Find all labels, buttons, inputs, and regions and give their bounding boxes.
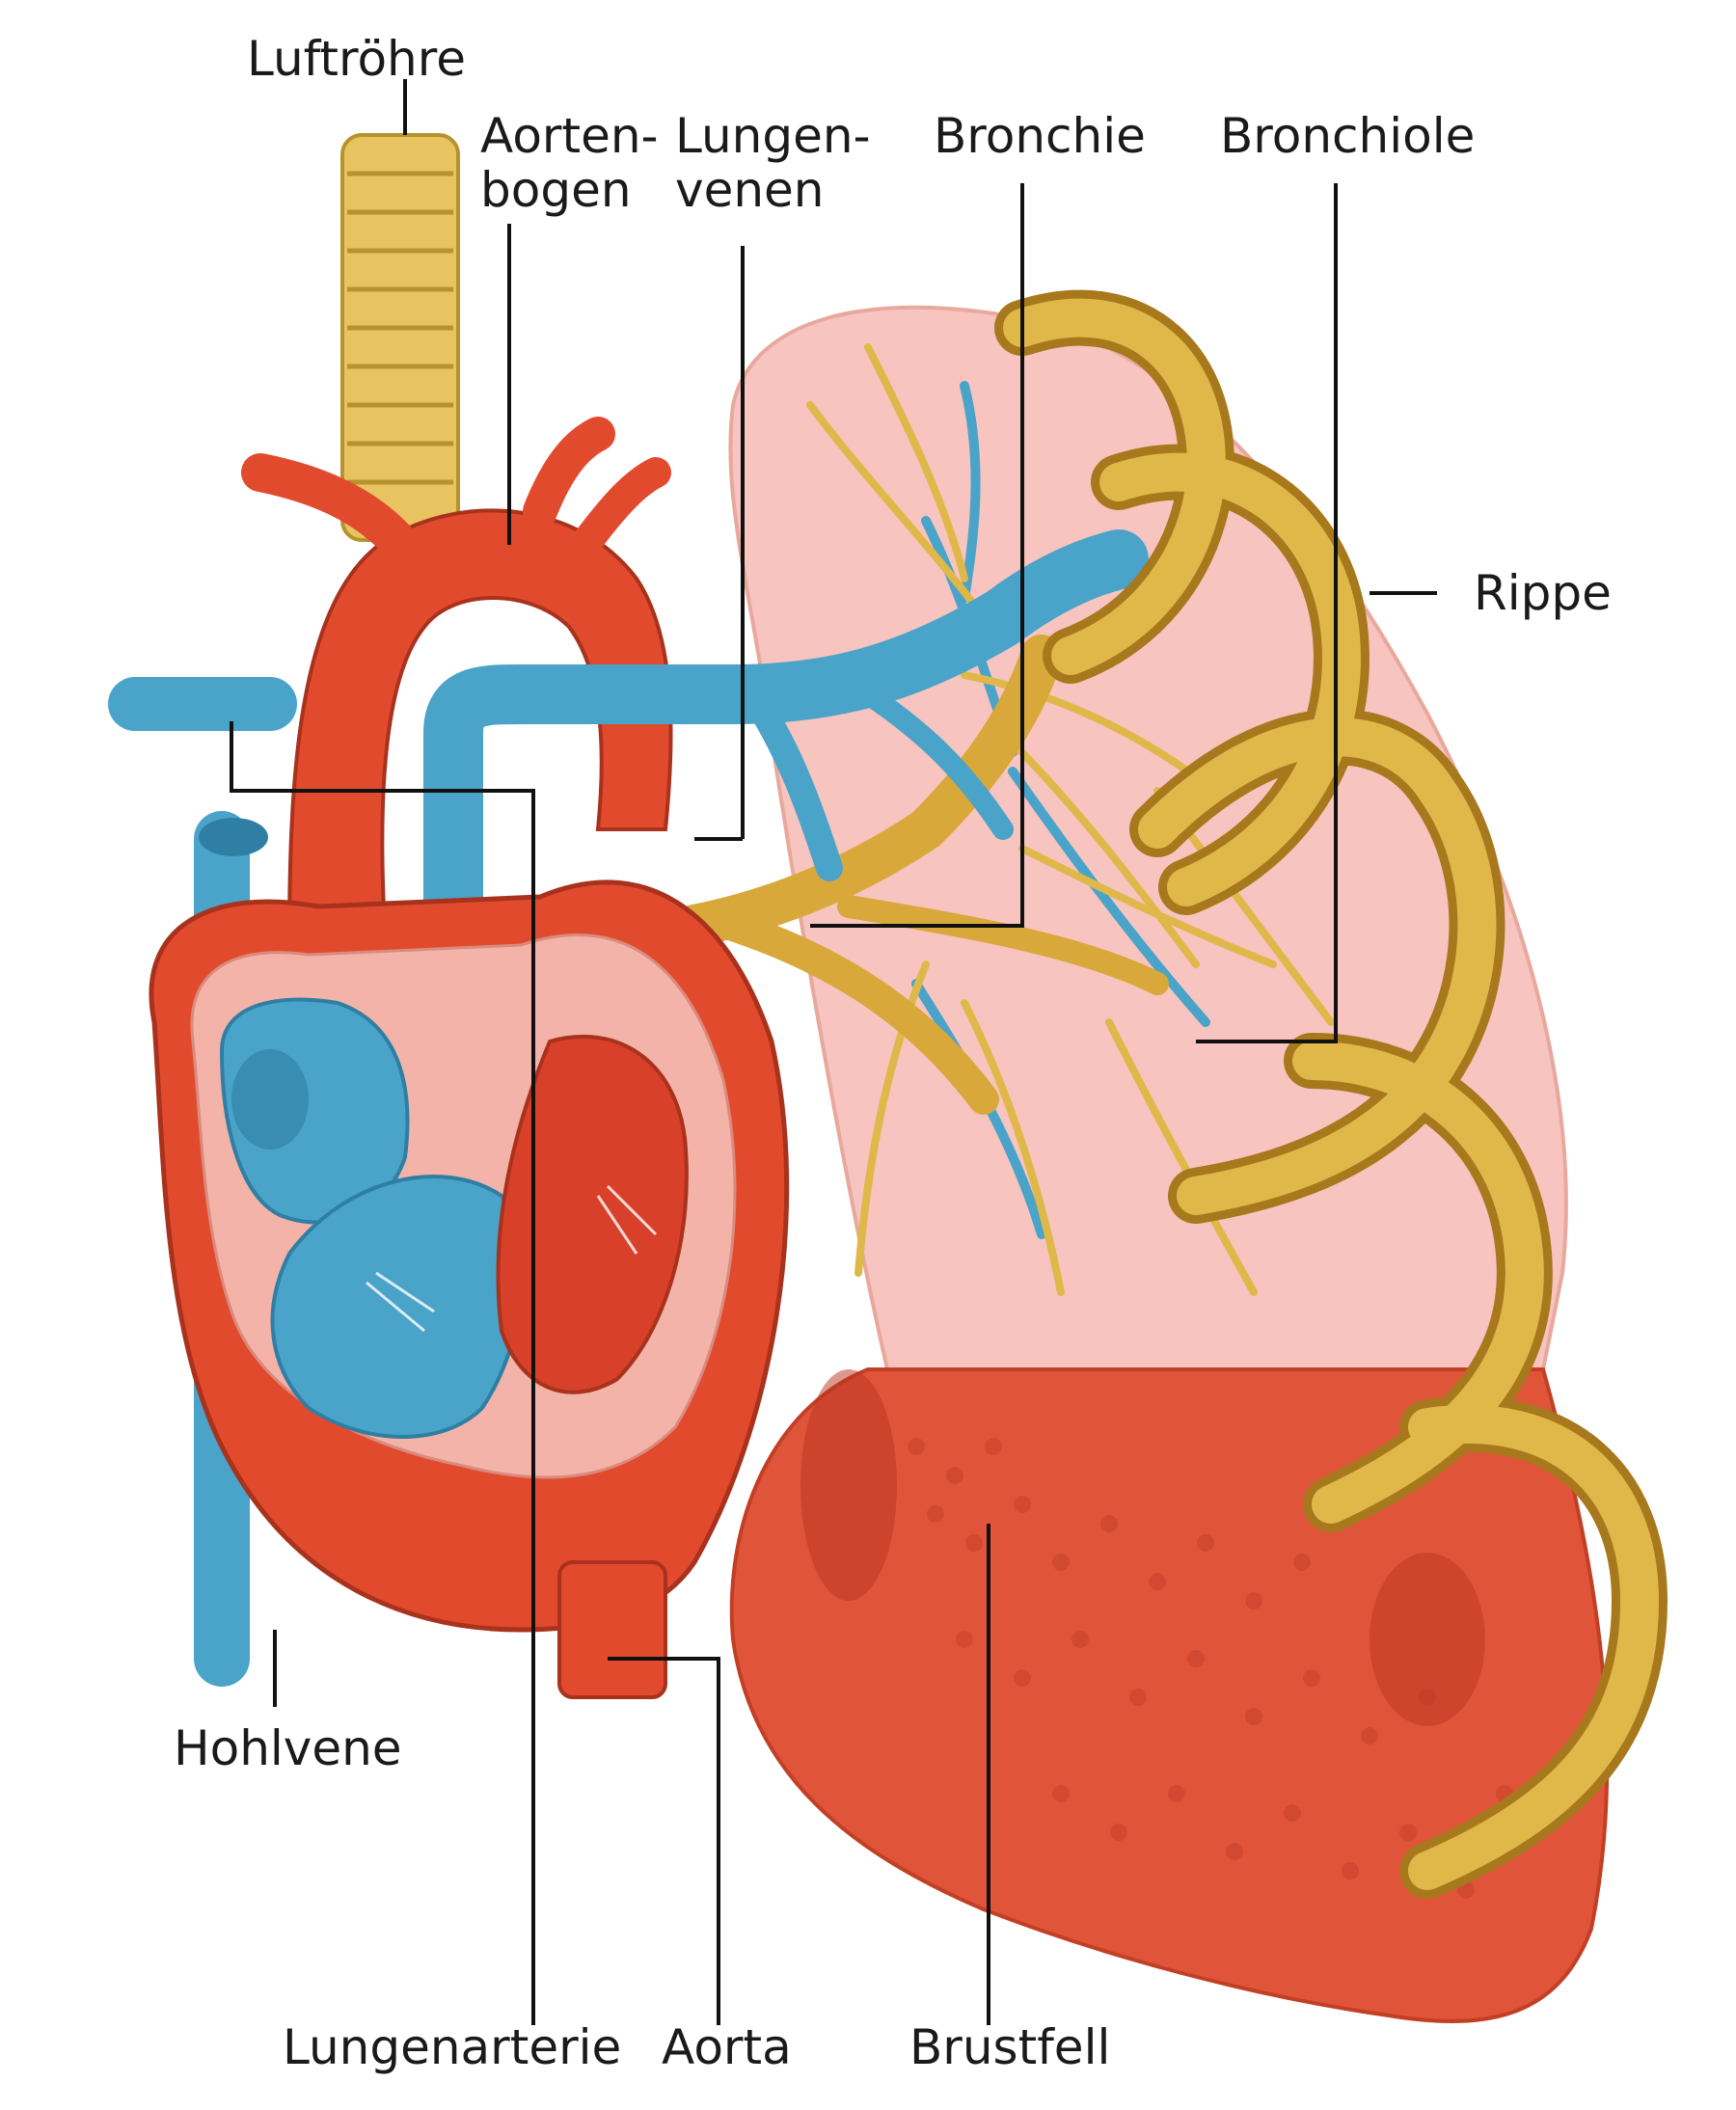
heart [149, 879, 790, 1699]
ribs [994, 289, 1668, 1899]
trachea [340, 133, 460, 542]
label-luftroehre: Luftröhre [247, 31, 466, 87]
label-aortenbogen-line2: bogen [480, 162, 632, 218]
label-bronchiole: Bronchiole [1220, 108, 1475, 164]
labels: Luftröhre Aorten- bogen Lungen- venen Br… [174, 31, 1612, 2075]
label-rippe: Rippe [1474, 565, 1612, 621]
label-lungenvenen-line1: Lungen- [675, 108, 871, 164]
leader-lines [230, 79, 1437, 2025]
label-lungenvenen-line2: venen [675, 162, 825, 218]
label-aortenbogen-line1: Aorten- [480, 108, 659, 164]
lung-texture [908, 1438, 1513, 1899]
aortic-arch [241, 417, 673, 947]
label-aorta: Aorta [662, 2019, 792, 2075]
label-bronchie: Bronchie [934, 108, 1146, 164]
label-brustfell: Brustfell [909, 2019, 1110, 2075]
label-lungenarterie: Lungenarterie [283, 2019, 621, 2075]
bronchial-tree [673, 343, 1335, 1296]
pulmonary-artery [423, 529, 1149, 1033]
label-hohlvene: Hohlvene [174, 1720, 402, 1776]
bronchus-main [673, 635, 1063, 947]
